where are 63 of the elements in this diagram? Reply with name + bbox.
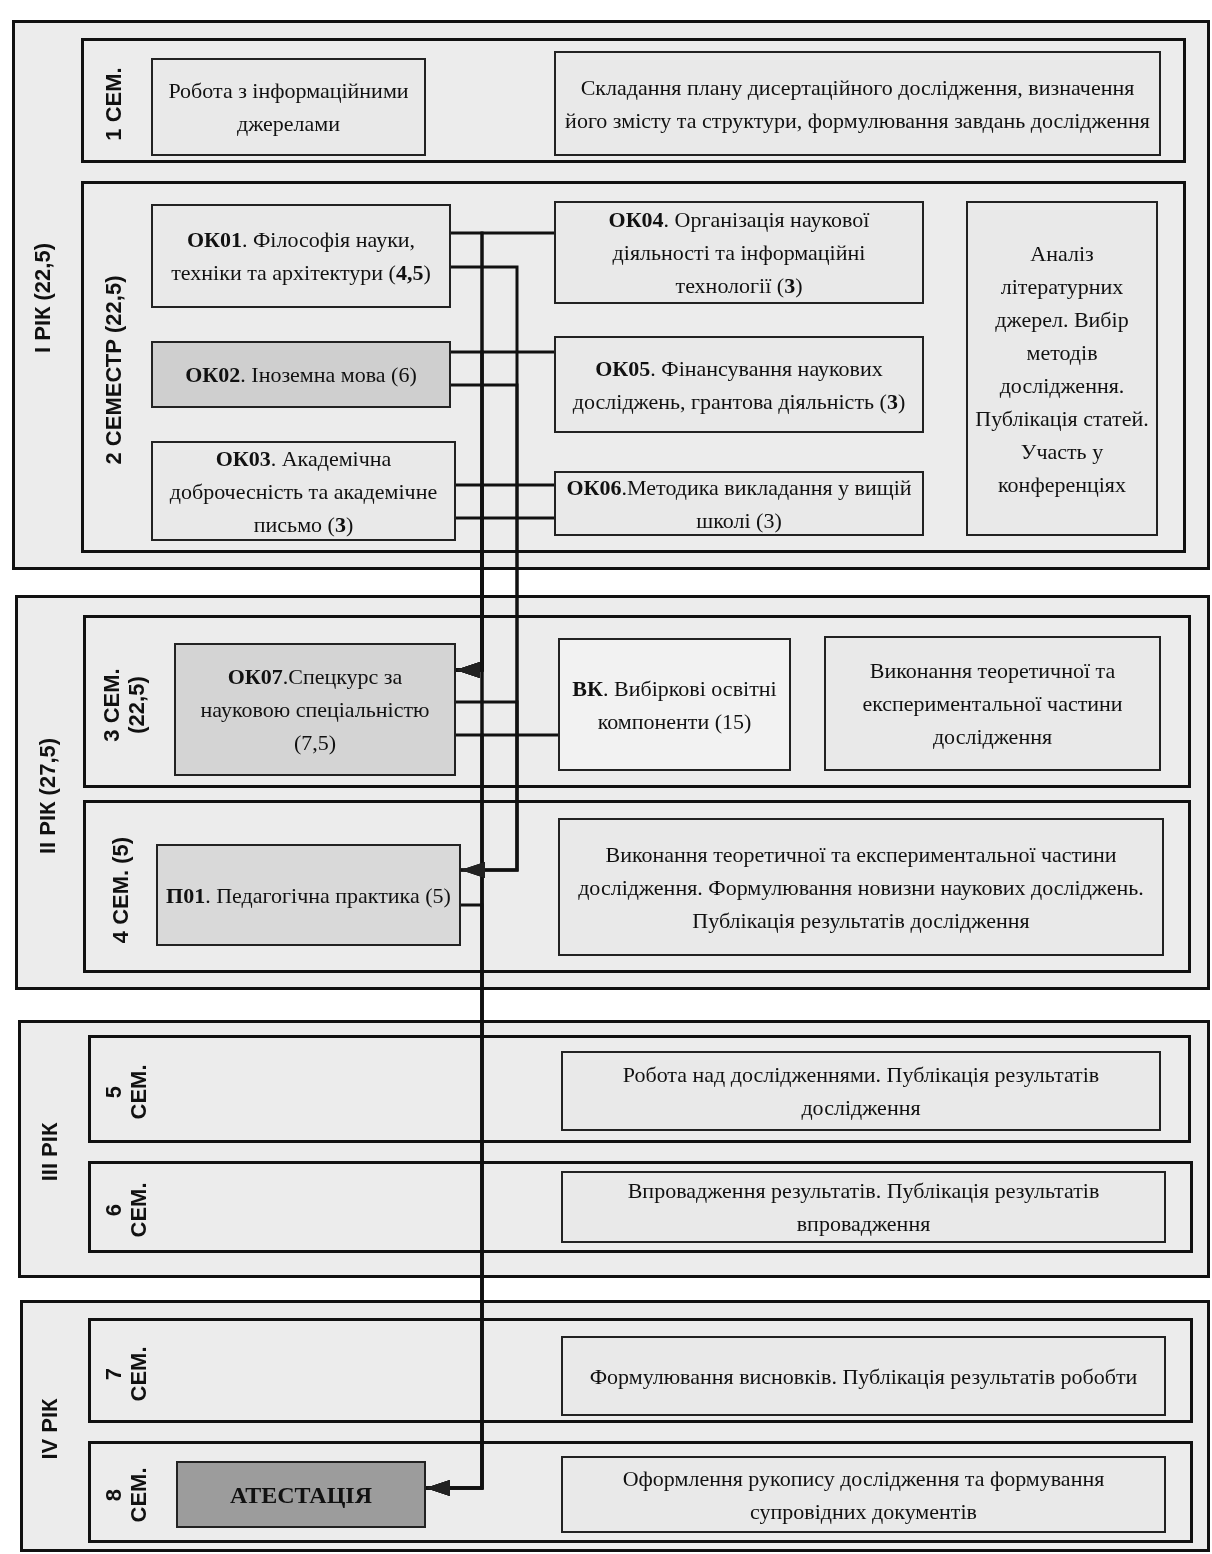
box-text: ВК. Вибіркові освітні компоненти (15): [571, 674, 778, 736]
course-box: [151, 58, 426, 156]
box-text: ОК04. Організація наукової діяльності та інформаційні технології (3): [607, 206, 871, 300]
box-text: Виконання теоретичної та експериментальної частини дослідження. Формулювання новизни наукових досліджень. Публікація результатів дослідження: [577, 840, 1145, 935]
course-box: [561, 1456, 1166, 1533]
course-box: [151, 341, 451, 408]
period-panel: [81, 181, 1186, 553]
box-text: П01. Педагогічна практика (5): [165, 881, 452, 910]
course-box: [554, 51, 1161, 156]
vertical-label: IV РІК: [37, 1397, 63, 1462]
box-text: Виконання теоретичної та експериментальної частини дослідження: [861, 657, 1124, 751]
box-text: Робота над дослідженнями. Публікація результатів дослідження: [621, 1061, 1101, 1122]
course-box: [174, 643, 456, 776]
period-panel: [83, 800, 1191, 973]
box-text: ОК06.Методика викладання у вищій школі (3): [565, 473, 913, 535]
vertical-label: 7 СЕМ.: [100, 1345, 152, 1403]
box-text: ОК07.Спецкурс за науковою спеціальністю (7,5): [199, 663, 431, 757]
vertical-label: III РІК: [37, 1121, 63, 1184]
box-text: АТЕСТАЦІЯ: [228, 1480, 374, 1510]
box-text: Формулювання висновків. Публікація результатів робобти: [588, 1362, 1139, 1391]
vertical-label: II РІК (27,5): [35, 736, 61, 856]
connector-arrow: [426, 903, 484, 1496]
box-text: Аналіз літературних джерел. Вибір методів дослідження. Публікація статей. Участь у конференціях: [974, 239, 1150, 499]
box-text: Впровадження результатів. Публікація результатів впровадження: [626, 1177, 1101, 1238]
course-box: [151, 204, 451, 308]
course-box: [966, 201, 1158, 536]
period-panel: [20, 1300, 1210, 1552]
vertical-label: 5 СЕМ.: [100, 1063, 152, 1122]
box-text: ОК03. Академічна доброчесність та академічне письмо (3): [168, 444, 439, 539]
vertical-label: 3 СЕМ. (22,5): [98, 666, 150, 744]
course-box: [561, 1051, 1161, 1131]
course-box: [561, 1336, 1166, 1416]
period-panel: [12, 20, 1210, 570]
course-box: [151, 441, 456, 541]
period-panel: [88, 1035, 1191, 1143]
box-text: Робота з інформаційними джерелами: [167, 77, 410, 138]
course-box: [558, 638, 791, 771]
connector-arrow: [456, 700, 519, 878]
period-panel: [88, 1318, 1193, 1423]
course-box: [554, 336, 924, 433]
box-text: ОК01. Філософія науки, техніки та архітектури (4,5): [170, 226, 432, 287]
box-text: Складання плану дисертаційного дослідження, визначення його змісту та структури, формулювання завдань дослідження: [564, 73, 1151, 135]
vertical-label: I РІК (22,5): [30, 242, 56, 355]
final-box: [176, 1461, 426, 1528]
period-panel: [88, 1441, 1193, 1543]
vertical-label: 1 СЕМ.: [101, 65, 127, 143]
vertical-label: 6 СЕМ.: [100, 1181, 152, 1240]
course-box: [156, 844, 461, 946]
period-panel: [15, 595, 1210, 990]
box-text: ОК02. Іноземна мова (6): [184, 361, 418, 389]
vertical-label: 8 СЕМ.: [100, 1466, 152, 1525]
period-panel: [88, 1161, 1193, 1253]
box-text: Оформлення рукопису дослідження та формування супровідних документів: [621, 1464, 1106, 1526]
period-panel: [18, 1020, 1210, 1278]
period-panel: [81, 38, 1186, 163]
vertical-label: 4 СЕМ. (5): [108, 835, 134, 945]
course-box: [558, 818, 1164, 956]
course-box: [554, 201, 924, 304]
vertical-label: 2 СЕМЕСТР (22,5): [101, 274, 127, 467]
course-box: [824, 636, 1161, 771]
box-text: ОК05. Фінансування наукових досліджень, грантова діяльність (3): [571, 354, 907, 416]
period-panel: [83, 615, 1191, 788]
course-box: [561, 1171, 1166, 1243]
